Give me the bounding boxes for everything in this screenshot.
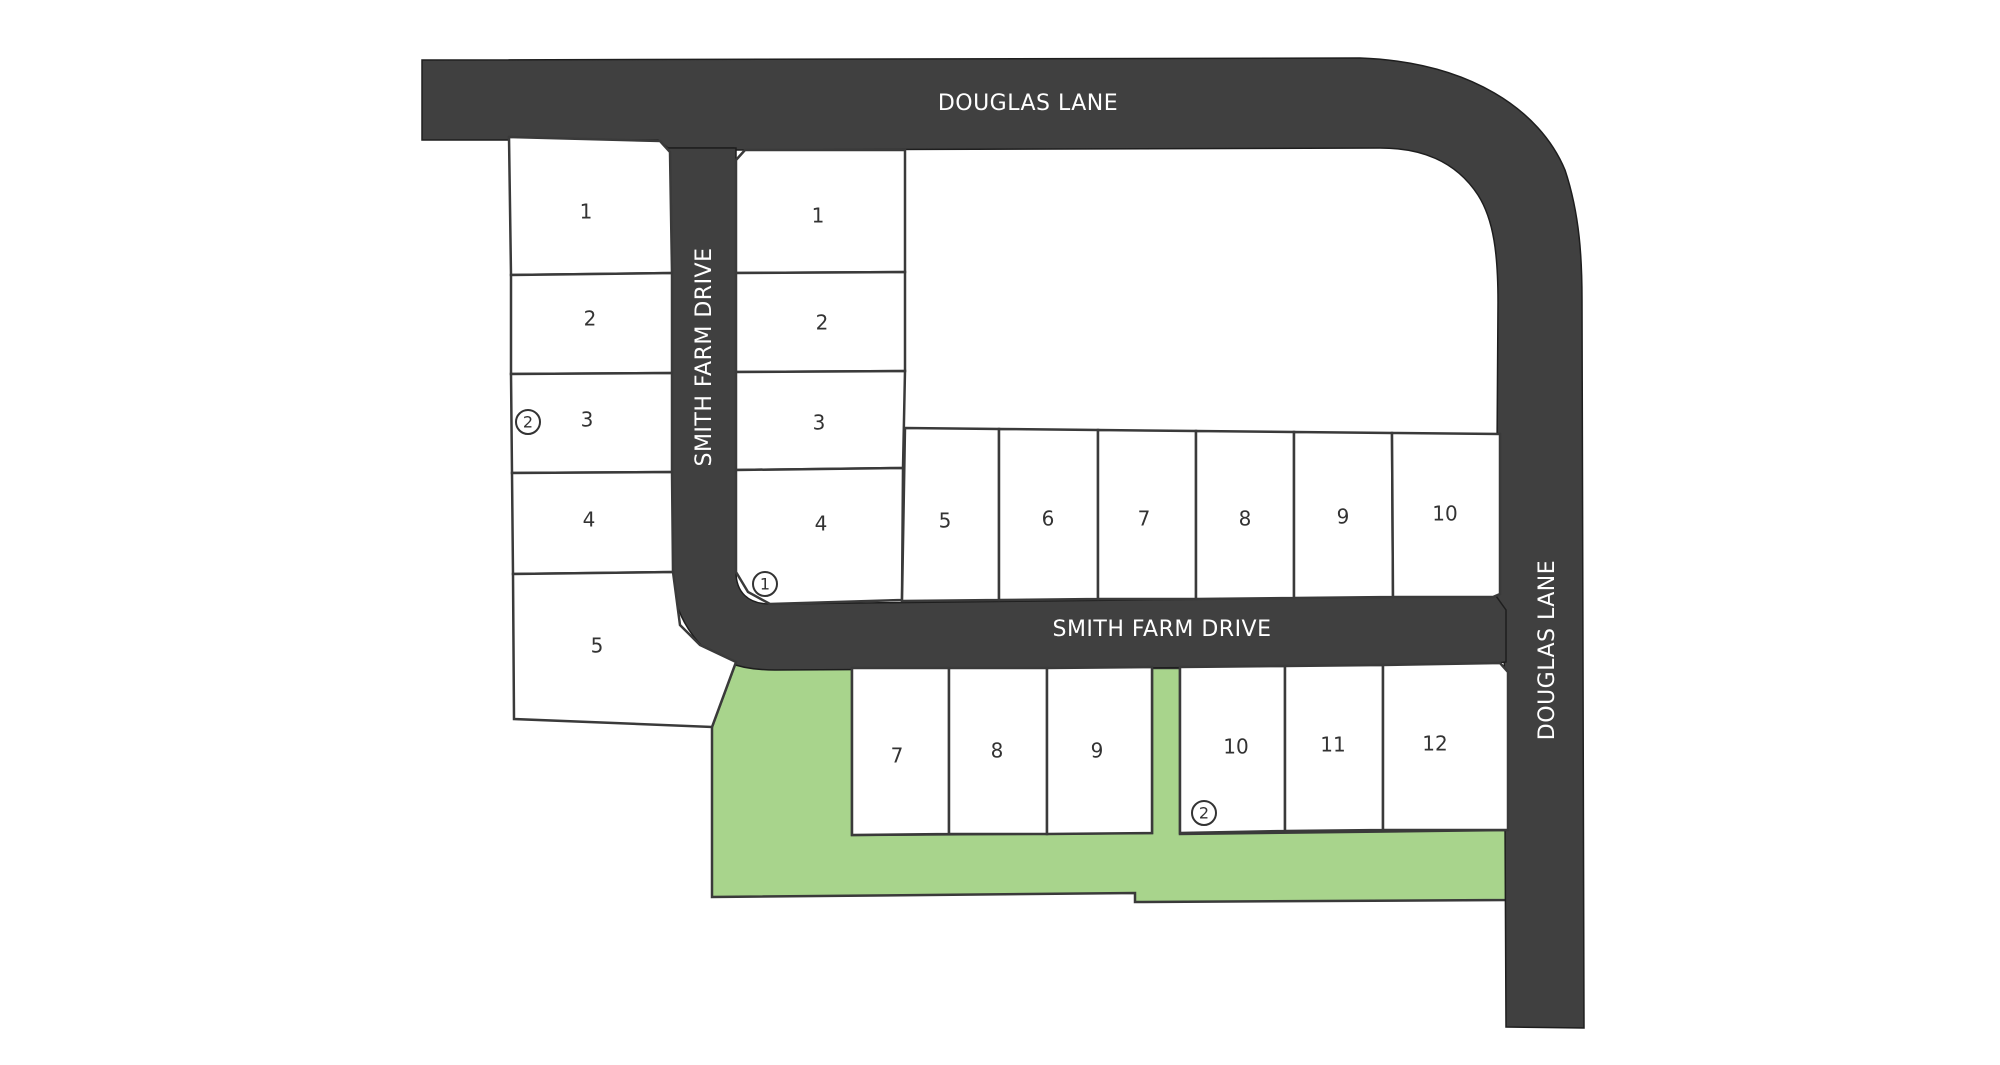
marker-2-left[interactable]: 2 bbox=[515, 409, 541, 435]
bottom-row-lots bbox=[850, 661, 1510, 837]
lot-bottom-11[interactable] bbox=[1283, 663, 1385, 833]
road-label-smith-farm-horizontal: SMITH FARM DRIVE bbox=[1052, 617, 1271, 642]
lot-left-1[interactable] bbox=[507, 135, 674, 277]
lot-right-1[interactable] bbox=[734, 148, 907, 275]
marker-circle-icon bbox=[752, 571, 778, 597]
lot-bottom-12[interactable] bbox=[1381, 661, 1510, 832]
lot-bottom-9[interactable] bbox=[1045, 665, 1154, 836]
lot-right-3[interactable] bbox=[734, 369, 907, 472]
road-label-douglas-lane-side: DOUGLAS LANE bbox=[1535, 560, 1560, 740]
marker-number: 2 bbox=[1199, 804, 1209, 823]
lot-middle-8[interactable] bbox=[1194, 429, 1296, 601]
marker-1[interactable]: 1 bbox=[752, 571, 778, 597]
lot-middle-5[interactable] bbox=[900, 426, 1001, 603]
lot-middle-9[interactable] bbox=[1292, 430, 1395, 600]
lot-bottom-8[interactable] bbox=[947, 666, 1049, 836]
lot-bottom-7[interactable] bbox=[850, 666, 951, 837]
lot-middle-6[interactable] bbox=[997, 427, 1100, 602]
marker-number: 2 bbox=[523, 413, 533, 432]
road-label-douglas-lane-top: DOUGLAS LANE bbox=[938, 91, 1118, 116]
lot-right-4[interactable] bbox=[734, 466, 905, 606]
middle-row-lots bbox=[900, 426, 1502, 603]
lot-middle-7[interactable] bbox=[1096, 428, 1198, 601]
right-column-lots bbox=[734, 148, 907, 606]
road-label-smith-farm-vertical: SMITH FARM DRIVE bbox=[692, 247, 717, 466]
lot-left-5[interactable] bbox=[511, 570, 738, 729]
left-column-lots bbox=[507, 135, 738, 729]
marker-number: 1 bbox=[760, 575, 770, 594]
marker-circle-icon bbox=[515, 409, 541, 435]
road-douglas-lane bbox=[421, 57, 1585, 1029]
lot-left-2[interactable] bbox=[509, 271, 674, 376]
marker-circle-icon bbox=[1191, 800, 1217, 826]
lot-right-2[interactable] bbox=[734, 270, 907, 374]
lot-middle-10[interactable] bbox=[1390, 431, 1502, 599]
marker-2-bottom[interactable]: 2 bbox=[1191, 800, 1217, 826]
lot-left-4[interactable] bbox=[510, 470, 675, 576]
